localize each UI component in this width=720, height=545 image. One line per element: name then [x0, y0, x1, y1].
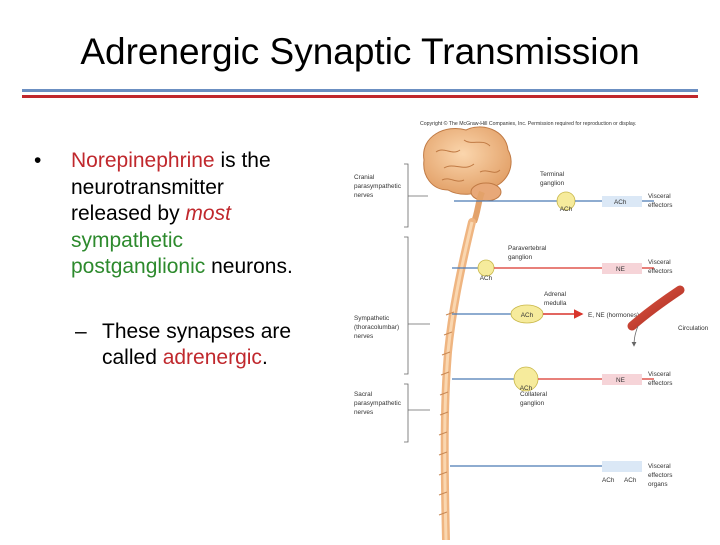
label-cranial-3: nerves	[354, 192, 373, 199]
label-circulation: Circulation	[678, 325, 709, 332]
label-visceral-effector-organs-2: effectors	[648, 472, 672, 479]
label-ach-paravertebral: ACh	[480, 275, 493, 282]
label-sympathetic-2: (thoracolumbar)	[354, 324, 399, 331]
bullet-list: • Norepinephrine is the neurotransmitter…	[34, 148, 364, 372]
label-visceral-effector-organs: Visceral	[648, 463, 671, 470]
subbullet-adrenergic: – These synapses are called adrenergic.	[34, 319, 364, 372]
bullet-marker: •	[34, 149, 42, 172]
label-visceral-effectors-3b: effectors	[648, 380, 672, 387]
label-sacral-2: parasympathetic	[354, 400, 402, 407]
text-period: .	[261, 346, 268, 369]
blood-vessel: Circulation	[627, 285, 709, 347]
label-hormones: E, NE (hormones)	[588, 312, 639, 319]
subbullet-marker: –	[75, 319, 87, 343]
pathway-adrenal: ACh E, NE (hormones) Adrenal medulla	[452, 291, 639, 324]
label-adrenal-medulla: Adrenal	[544, 291, 566, 298]
text-neurotransmitter: neurotransmitter	[71, 175, 224, 199]
slide-title: Adrenergic Synaptic Transmission	[80, 31, 640, 72]
label-visceral-effectors-1: Visceral	[648, 193, 671, 200]
copyright-notice: Copyright © The McGraw-Hill Companies, I…	[420, 120, 636, 127]
label-cranial: Cranial	[354, 174, 374, 181]
label-ach-adrenal: ACh	[521, 312, 534, 319]
spinal-cord	[440, 218, 476, 544]
label-sympathetic: Sympathetic	[354, 315, 390, 322]
label-paravertebral-ganglion-2: ganglion	[508, 254, 533, 261]
label-cranial-2: parasympathetic	[354, 183, 402, 190]
autonomic-diagram: Copyright © The McGraw-Hill Companies, I…	[344, 112, 720, 544]
text-neurons: neurons.	[205, 255, 293, 278]
label-ach-sacral: ACh	[602, 477, 615, 484]
label-collateral-ganglion: Collateral	[520, 391, 547, 398]
label-sympathetic-3: nerves	[354, 333, 373, 340]
label-visceral-effectors-3: Visceral	[648, 371, 671, 378]
pathway-terminal: ACh ACh Terminal ganglion	[454, 171, 654, 213]
label-terminal-ganglion: Terminal	[540, 171, 564, 178]
label-ach-terminal: ACh	[560, 206, 573, 213]
label-visceral-effectors-2: Visceral	[648, 259, 671, 266]
label-visceral-effectors-1b: effectors	[648, 202, 672, 209]
pathway-collateral: ACh NE Collateral ganglion	[452, 366, 654, 407]
text-is-the: is the	[214, 149, 271, 172]
label-ach-sacral-effector: ACh	[624, 477, 637, 484]
label-ach-terminal-effector: ACh	[614, 199, 627, 206]
title-rule-blue	[22, 89, 698, 92]
title-rule-red	[22, 95, 698, 98]
term-norepinephrine: Norepinephrine	[71, 149, 215, 172]
label-visceral-effectors-2b: effectors	[648, 268, 672, 275]
label-ach-collateral: ACh	[520, 385, 533, 392]
brain-illustration	[423, 126, 512, 224]
label-collateral-ganglion-2: ganglion	[520, 400, 545, 407]
label-paravertebral-ganglion: Paravertebral	[508, 245, 546, 252]
bullet-norepinephrine: • Norepinephrine is the neurotransmitter…	[34, 148, 364, 281]
label-adrenal-medulla-2: medulla	[544, 300, 567, 307]
label-visceral-effector-organs-3: organs	[648, 481, 668, 488]
label-ne-paravertebral: NE	[616, 266, 625, 273]
term-most: most	[185, 202, 231, 225]
label-ne-collateral: NE	[616, 377, 625, 384]
text-these-synapses: These synapses are	[102, 319, 292, 343]
text-released-by: released by	[71, 202, 186, 225]
text-called: called	[102, 346, 163, 369]
label-terminal-ganglion-2: ganglion	[540, 180, 565, 187]
pathway-sacral: ACh ACh	[450, 461, 642, 484]
label-sacral-3: nerves	[354, 409, 373, 416]
pathway-paravertebral: ACh NE Paravertebral ganglion	[452, 245, 654, 282]
label-sacral: Sacral	[354, 391, 372, 398]
term-adrenergic: adrenergic	[162, 346, 262, 369]
term-postganglionic: postganglionic	[71, 255, 206, 278]
term-sympathetic: sympathetic	[71, 228, 184, 252]
